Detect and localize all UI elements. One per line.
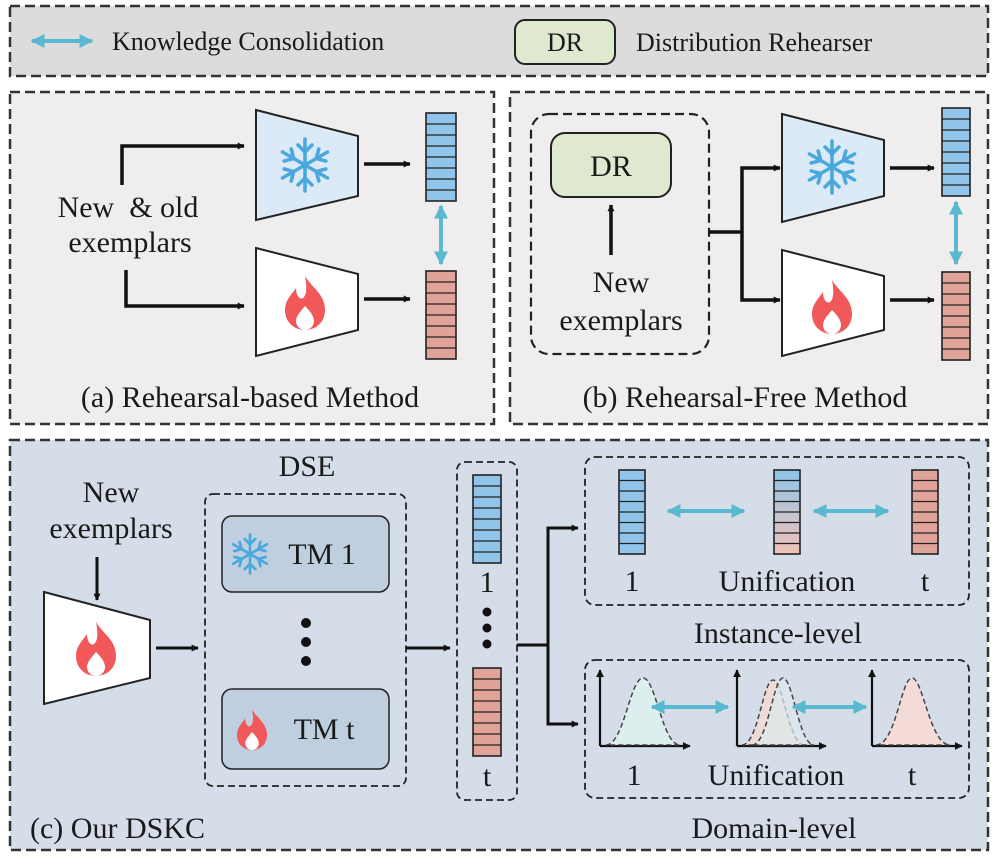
panel-b-old-feature-vector bbox=[941, 107, 971, 197]
panel-a-arrow-to-trainable bbox=[124, 270, 245, 310]
panel-b-new-feature-vector bbox=[941, 271, 971, 361]
panel-a: New & old exemplars (a) Rehearsal-based … bbox=[8, 90, 496, 426]
tm-first-box bbox=[221, 515, 390, 593]
feature-last-label: t bbox=[483, 760, 492, 793]
panel-a-arrow-to-frozen bbox=[120, 142, 245, 185]
legend: Knowledge Consolidation DR Distribution … bbox=[8, 4, 990, 78]
dse-title: DSE bbox=[279, 450, 336, 483]
feature-ellipsis-dot-1 bbox=[482, 607, 492, 617]
dse-ellipsis-dot-1 bbox=[301, 618, 311, 628]
panel-b: DR New exemplars (b) Rehearsal-Free Meth… bbox=[508, 90, 990, 426]
dse-ellipsis-dot-3 bbox=[301, 656, 311, 666]
legend-dr-box-label: DR bbox=[547, 28, 584, 57]
instance-right-label: t bbox=[921, 565, 930, 598]
panel-b-dr-box bbox=[550, 132, 672, 198]
instance-level-group bbox=[584, 456, 970, 606]
panel-c: New exemplars DSE TM 1 TM t 1 t bbox=[8, 438, 990, 852]
panel-a-input-line1: New & old bbox=[58, 191, 199, 224]
feature-first-label: 1 bbox=[480, 566, 495, 599]
feature-first-vector bbox=[472, 474, 502, 564]
panel-a-input-line2: exemplars bbox=[68, 226, 191, 259]
feature-ellipsis-dot-3 bbox=[482, 639, 492, 649]
domain-level-group bbox=[584, 659, 970, 799]
domain-right-label: t bbox=[908, 759, 917, 792]
panel-b-input-line2: exemplars bbox=[559, 304, 682, 337]
panel-b-arrow-to-trainable bbox=[740, 232, 781, 304]
arrow-to-domain-level bbox=[546, 645, 579, 728]
panel-a-box bbox=[8, 90, 496, 426]
domain-middle-label: Unification bbox=[708, 759, 845, 792]
panel-a-old-feature-vector bbox=[425, 112, 457, 202]
legend-dr-description: Distribution Rehearser bbox=[636, 28, 872, 57]
legend-box bbox=[8, 4, 990, 78]
tm-last-label: TM t bbox=[294, 713, 356, 746]
instance-level-title: Instance-level bbox=[694, 617, 862, 650]
dse-ellipsis-dot-2 bbox=[301, 637, 311, 647]
panel-b-dr-label: DR bbox=[590, 150, 632, 183]
panel-a-caption: (a) Rehearsal-based Method bbox=[81, 381, 419, 414]
tm-last-box bbox=[221, 688, 390, 770]
panel-c-input-line1: New bbox=[83, 476, 140, 509]
domain-first-distribution bbox=[596, 669, 691, 750]
domain-left-label: 1 bbox=[627, 759, 642, 792]
panel-b-caption: (b) Rehearsal-Free Method bbox=[583, 381, 908, 414]
legend-consolidation-label: Knowledge Consolidation bbox=[112, 27, 384, 56]
instance-unified-vector bbox=[773, 469, 801, 555]
domain-level-title: Domain-level bbox=[692, 812, 857, 845]
panel-b-arrow-to-frozen bbox=[740, 164, 781, 232]
panel-b-input-line1: New bbox=[593, 266, 650, 299]
panel-c-caption: (c) Our DSKC bbox=[30, 812, 205, 845]
instance-left-label: 1 bbox=[625, 565, 640, 598]
domain-unified-distribution bbox=[733, 669, 827, 750]
panel-a-new-feature-vector bbox=[425, 270, 457, 360]
feature-last-vector bbox=[472, 667, 502, 757]
panel-c-input-line2: exemplars bbox=[49, 512, 172, 545]
panel-b-input-group bbox=[529, 112, 711, 356]
arrow-to-instance-level bbox=[546, 524, 579, 645]
dse-group bbox=[204, 493, 407, 787]
tm-first-label: TM 1 bbox=[288, 538, 356, 571]
instance-middle-label: Unification bbox=[719, 565, 856, 598]
domain-last-distribution bbox=[868, 669, 963, 750]
legend-dr-box bbox=[514, 19, 616, 65]
instance-first-vector bbox=[618, 469, 646, 555]
feature-stack-group bbox=[456, 461, 518, 801]
feature-ellipsis-dot-2 bbox=[482, 623, 492, 633]
instance-last-vector bbox=[911, 469, 939, 555]
